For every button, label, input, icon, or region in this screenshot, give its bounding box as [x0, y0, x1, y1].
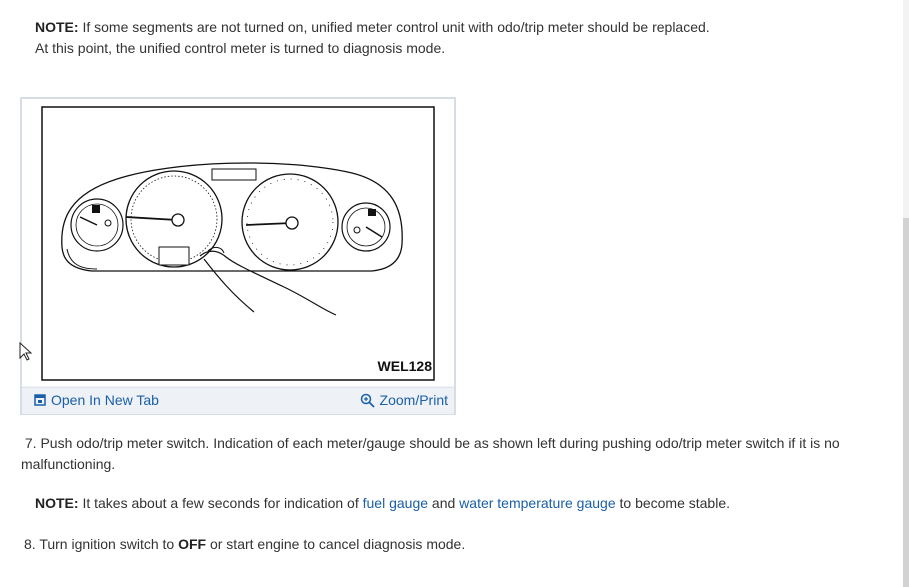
scrollbar[interactable]	[903, 0, 909, 587]
note-2-text-pre: It takes about a few seconds for indicat…	[78, 495, 363, 511]
note-2-text-mid: and	[428, 495, 460, 511]
fuel-gauge-link[interactable]: fuel gauge	[362, 495, 429, 511]
zoom-icon	[360, 393, 375, 408]
note-2-text-post: to become stable.	[615, 495, 731, 511]
step-8: 8. Turn ignition switch to OFF or start …	[24, 534, 465, 555]
new-tab-icon	[34, 394, 46, 406]
step-8-text-pre: 8. Turn ignition switch to	[24, 536, 179, 552]
figure-image[interactable]: WEL128	[22, 99, 454, 386]
mouse-cursor-icon	[19, 342, 33, 361]
open-in-new-tab-link[interactable]: Open In New Tab	[34, 392, 159, 408]
step-7-line-2: malfunctioning.	[21, 456, 116, 472]
open-in-new-tab-label: Open In New Tab	[51, 392, 159, 408]
step-7: 7. Push odo/trip meter switch. Indicatio…	[21, 433, 881, 475]
figure-toolbar: Open In New Tab Zoom/Print	[22, 387, 454, 414]
step-7-line-1: 7. Push odo/trip meter switch. Indicatio…	[24, 435, 840, 451]
water-temperature-gauge-link[interactable]: water temperature gauge	[459, 495, 616, 511]
note-text-line-2: At this point, the unified control meter…	[35, 40, 446, 56]
figure-code: WEL128	[377, 358, 432, 374]
step-8-text-post: or start engine to cancel diagnosis mode…	[206, 536, 466, 552]
note-2: NOTE: It takes about a few seconds for i…	[35, 493, 730, 514]
note-text: If some segments are not turned on, unif…	[78, 19, 710, 35]
step-8-off: OFF	[178, 536, 207, 552]
note-1: NOTE: If some segments are not turned on…	[35, 17, 710, 59]
zoom-print-link[interactable]: Zoom/Print	[360, 392, 448, 408]
figure-panel: WEL128 Open In New Tab Zoom/Print	[20, 97, 456, 415]
scrollbar-thumb[interactable]	[903, 218, 909, 587]
zoom-print-label: Zoom/Print	[379, 392, 448, 408]
note-2-label: NOTE:	[35, 495, 79, 511]
note-label: NOTE:	[35, 19, 79, 35]
instrument-cluster-illustration	[41, 106, 435, 381]
